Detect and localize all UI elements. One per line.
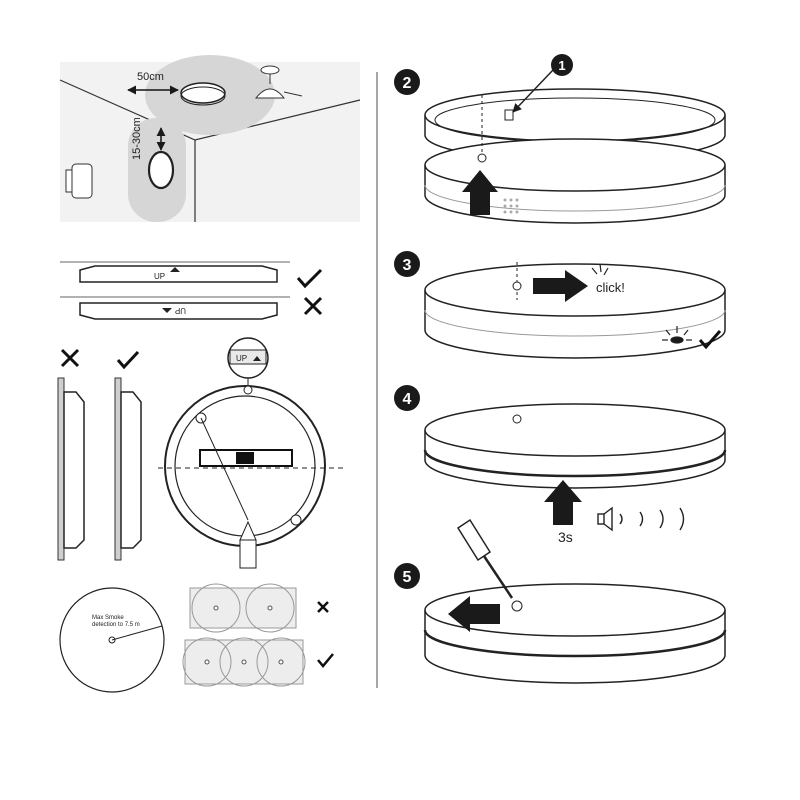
wall-lamp-icon [65, 163, 93, 199]
placement-panel: 50cm 15-30cm [59, 55, 361, 222]
vent-grille [503, 198, 519, 214]
wall-mount-panel: UP [57, 337, 345, 569]
detector-body [424, 403, 726, 457]
mount-base [424, 88, 726, 142]
hold-time-label: 3s [558, 529, 573, 545]
wrong-spacing-grid [189, 583, 297, 633]
check-icon [698, 330, 722, 350]
ceiling-lamp-icon [254, 65, 303, 99]
right-wall-detector [120, 391, 142, 549]
screwdriver-icon [456, 518, 514, 599]
twist-off-arrow [448, 596, 500, 632]
click-burst-icon [591, 263, 609, 276]
push-up-arrow [462, 170, 498, 215]
orientation-panel: UP UP [60, 261, 323, 320]
step-5: 5 [394, 518, 727, 684]
svg-text:5: 5 [403, 569, 412, 586]
speaker-icon [597, 506, 685, 532]
coverage-text-2: detection to 7.5 m [92, 622, 140, 628]
detector-body [424, 138, 726, 192]
coverage-text-1: Max Smoke [92, 615, 124, 621]
up-label-wrong: UP [175, 306, 186, 315]
step-badge [394, 385, 420, 411]
pencil-icon [239, 539, 257, 569]
press-arrow [544, 480, 582, 525]
step-4: 4 3s [394, 385, 727, 545]
svg-text:1: 1 [558, 58, 565, 73]
wall-distance-label: 15-30cm [131, 117, 143, 160]
check-icon [116, 350, 140, 370]
cross-icon [60, 348, 80, 368]
wall-detector [147, 150, 175, 190]
svg-text:3: 3 [403, 257, 412, 274]
up-label-plate: UP [236, 354, 247, 363]
up-label-correct: UP [154, 272, 165, 281]
led-icon [662, 326, 692, 344]
check-icon [296, 268, 323, 289]
step-2: 2 1 [394, 54, 726, 224]
step-badge [394, 563, 420, 589]
click-label: click! [596, 280, 625, 295]
twist-arrow [533, 270, 588, 302]
ceiling-detector [180, 82, 226, 104]
right-spacing-grid [182, 637, 306, 687]
step-badge [394, 251, 420, 277]
svg-text:2: 2 [403, 75, 412, 92]
wrong-orientation-plate [79, 302, 278, 320]
check-icon [317, 653, 334, 668]
ceiling-distance-label: 50cm [137, 71, 164, 83]
coverage-panel: Max Smoke detection to 7.5 m [59, 583, 334, 693]
cross-icon [303, 296, 323, 316]
step-3: 3 click! [394, 251, 726, 359]
cross-icon [317, 601, 329, 613]
wrong-wall-detector [63, 391, 85, 549]
correct-orientation-plate [79, 265, 278, 283]
svg-text:4: 4 [403, 391, 412, 408]
callout-badge [551, 54, 573, 76]
step-badge [394, 69, 420, 95]
